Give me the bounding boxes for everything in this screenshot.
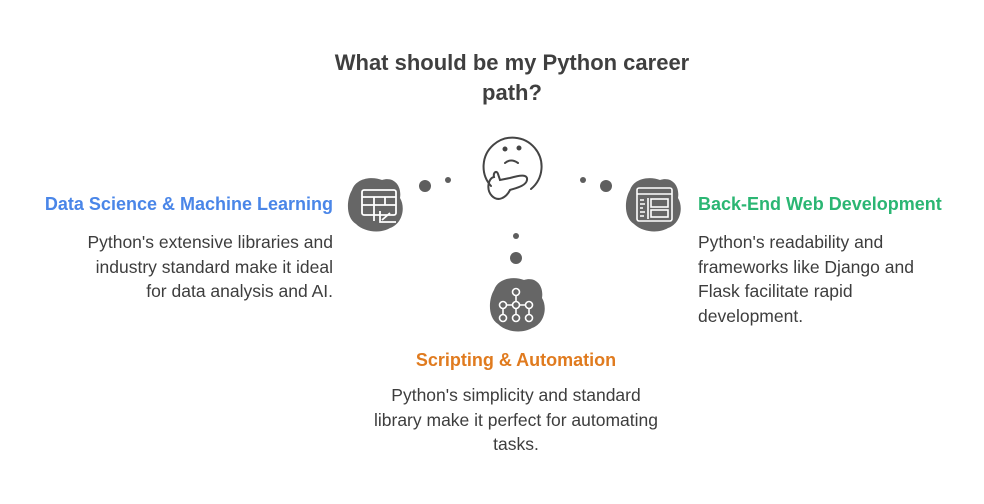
thinking-face-icon bbox=[482, 136, 543, 200]
branch-heading-scripting: Scripting & Automation bbox=[415, 350, 617, 370]
table-chart-icon bbox=[347, 178, 403, 232]
branch-heading-backend: Back-End Web Development bbox=[698, 194, 942, 214]
branch-heading-data-science: Data Science & Machine Learning bbox=[44, 194, 333, 214]
workflow-nodes-icon bbox=[489, 278, 545, 332]
web-layout-icon bbox=[625, 178, 681, 232]
branch-body-data-science: Python's extensive libraries and industr… bbox=[87, 232, 333, 301]
branch-body-backend: Python's readability and frameworks like… bbox=[698, 232, 914, 326]
connector-dots bbox=[419, 177, 612, 264]
branch-body-scripting: Python's simplicity and standard library… bbox=[373, 385, 658, 454]
diagram-title: What should be my Python career path? bbox=[334, 50, 690, 105]
